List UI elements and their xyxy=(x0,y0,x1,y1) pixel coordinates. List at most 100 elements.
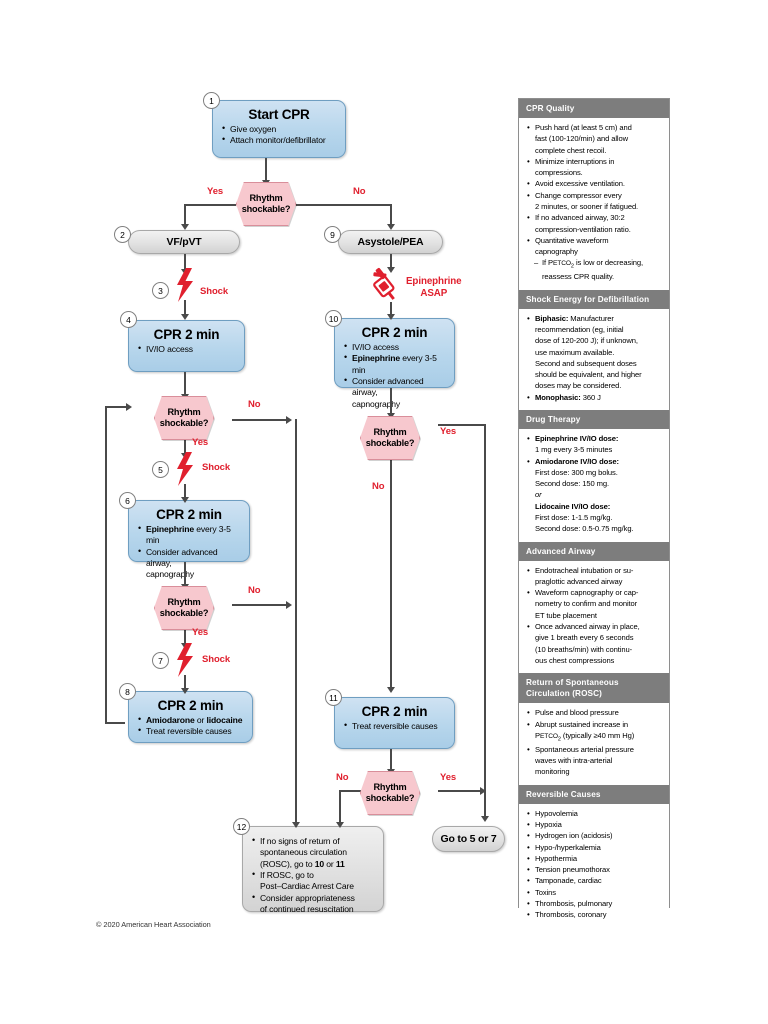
connector-loop-top xyxy=(105,406,129,408)
panel-list-item: reassess CPR quality. xyxy=(542,272,615,282)
step-number-7: 7 xyxy=(152,652,169,669)
connector-loop-left xyxy=(105,406,107,724)
panel-list-item: Avoid excessive ventilation. xyxy=(527,178,662,190)
lightning-bolt-icon xyxy=(177,268,193,302)
panel-list-item: Spontaneous arterial pressure xyxy=(527,744,662,756)
panel-list-item: Abrupt sustained increase in xyxy=(527,719,662,731)
panel-list: Pulse and blood pressureAbrupt sustained… xyxy=(527,707,662,778)
arrowhead xyxy=(387,687,395,693)
panel-section-heading: Reversible Causes xyxy=(519,784,669,804)
panel-list-item: First dose: 300 mg bolus. xyxy=(535,467,618,477)
box-post-arrest-decision[interactable]: If no signs of return of spontaneous cir… xyxy=(242,826,384,915)
label-shock-3: Shock xyxy=(200,286,229,297)
panel-list-item: If no advanced airway, 30:2 xyxy=(527,212,662,224)
panel-list-item: Endotracheal intubation or su- xyxy=(527,565,662,577)
arrowhead xyxy=(335,822,344,828)
box-cpr-2min-6[interactable]: CPR 2 min Epinephrine every 3-5 min Cons… xyxy=(128,500,250,579)
box-items: If no signs of return of spontaneous cir… xyxy=(252,835,374,915)
panel-section-heading: Drug Therapy xyxy=(519,409,669,430)
decision-rhythm-shockable-1[interactable]: Rhythm shockable? xyxy=(236,182,297,227)
connector-decision5-yes xyxy=(438,790,486,792)
label-no-2: No xyxy=(248,399,261,410)
box-items: Give oxygen Attach monitor/defibrillator xyxy=(222,123,336,147)
list-item: Treat reversible causes xyxy=(138,725,243,737)
box-cpr-2min-4[interactable]: CPR 2 min IV/IO access xyxy=(128,320,245,372)
box-title: CPR 2 min xyxy=(157,698,224,713)
connector-loop-bottom xyxy=(105,722,125,724)
box-cpr-2min-10[interactable]: CPR 2 min IV/IO access Epinephrine every… xyxy=(334,318,455,409)
label-epinephrine-asap: Epinephrine ASAP xyxy=(406,276,462,300)
connector-decision1-no-down xyxy=(390,204,392,226)
decision-rhythm-shockable-2[interactable]: Rhythm shockable? xyxy=(154,396,215,441)
epi-line-2: ASAP xyxy=(420,287,448,299)
box-start-cpr[interactable]: Start CPR Give oxygen Attach monitor/def… xyxy=(212,100,346,158)
decision-line-2: shockable? xyxy=(159,418,209,428)
arrowhead xyxy=(180,688,189,694)
box-cpr-2min-11[interactable]: CPR 2 min Treat reversible causes xyxy=(334,697,455,749)
box-items: IV/IO access Epinephrine every 3-5 min C… xyxy=(344,341,445,410)
arrowhead xyxy=(480,786,486,795)
panel-list-item: First dose: 1-1.5 mg/kg. xyxy=(535,513,613,523)
box-items: IV/IO access xyxy=(138,343,235,355)
panel-list-item: 1 mg every 3-5 minutes xyxy=(535,445,613,455)
label-no-3: No xyxy=(248,585,261,596)
panel-list-item: (10 breaths/min) with continu- xyxy=(535,644,633,654)
arrowhead xyxy=(286,415,292,424)
connector-box10-to-decision4 xyxy=(390,388,392,416)
label-yes-5: Yes xyxy=(440,772,457,783)
panel-list-item: Change compressor every xyxy=(527,190,662,202)
list-item-continuation: of continued resuscitation xyxy=(260,904,354,915)
panel-list-item: praglottic advanced airway xyxy=(535,576,623,586)
connector-shock3-to-box4 xyxy=(184,300,186,318)
connector-decision1-yes-down xyxy=(184,204,186,226)
decision-rhythm-shockable-3[interactable]: Rhythm shockable? xyxy=(154,586,215,631)
decision-line-1: Rhythm xyxy=(249,192,283,203)
panel-list-item: capnography xyxy=(535,247,578,257)
decision-rhythm-shockable-4[interactable]: Rhythm shockable? xyxy=(360,416,421,461)
list-item: Epinephrine every 3-5 min xyxy=(344,352,445,376)
connector-decision1-no xyxy=(296,204,392,206)
panel-section-body: Endotracheal intubation or su-praglottic… xyxy=(519,560,669,674)
panel-list-item: recommendation (eg, initial xyxy=(535,325,624,335)
connector-decision2-no xyxy=(232,419,290,421)
decision-line-1: Rhythm xyxy=(373,781,407,792)
panel-list-item: Thrombosis, pulmonary xyxy=(527,898,662,910)
node-go-to-5-or-7[interactable]: Go to 5 or 7 xyxy=(432,826,505,852)
panel-section-heading: Shock Energy for Defibrillation xyxy=(519,289,669,309)
node-label: Asystole/PEA xyxy=(357,236,424,248)
panel-section-heading: CPR Quality xyxy=(519,99,669,119)
panel-list-item: doses may be considered. xyxy=(535,381,622,391)
panel-list-item: use maximum available. xyxy=(535,347,615,357)
panel-list-item: Amiodarone IV/IO dose: xyxy=(527,456,662,468)
step-number-6: 6 xyxy=(119,492,136,509)
list-item: Give oxygen xyxy=(222,123,336,135)
panel-list-item: Monophasic: 360 J xyxy=(527,392,662,404)
connector-decision4-no xyxy=(390,446,392,690)
decision-line-2: shockable? xyxy=(365,793,415,803)
list-item-continuation: Post–Cardiac Arrest Care xyxy=(260,881,354,892)
step-number-2: 2 xyxy=(114,226,131,243)
panel-list-item: Biphasic: Manufacturer xyxy=(527,313,662,325)
arrowhead xyxy=(387,314,395,320)
panel-list-item: fast (100-120/min) and allow xyxy=(535,134,629,144)
box-items: Amiodarone or lidocaine Treat reversible… xyxy=(138,714,243,738)
decision-line-2: shockable? xyxy=(365,438,415,448)
connector-box6-to-decision3 xyxy=(184,562,186,586)
decision-line-1: Rhythm xyxy=(373,426,407,437)
box-items: Epinephrine every 3-5 min Consider advan… xyxy=(138,523,240,581)
panel-list-item: Tamponade, cardiac xyxy=(527,875,662,887)
box-cpr-2min-8[interactable]: CPR 2 min Amiodarone or lidocaine Treat … xyxy=(128,691,253,743)
step-number-12: 12 xyxy=(233,818,250,835)
list-item: Consider advanced airway, xyxy=(344,375,445,399)
panel-list-item: dose of 120-200 J); if unknown, xyxy=(535,336,638,346)
decision-rhythm-shockable-5[interactable]: Rhythm shockable? xyxy=(360,771,421,816)
decision-line-2: shockable? xyxy=(241,204,291,214)
decision-line-2: shockable? xyxy=(159,608,209,618)
panel-list-item: Second dose: 150 mg. xyxy=(535,479,609,489)
panel-list-item: or xyxy=(535,490,542,500)
node-asystole-pea[interactable]: Asystole/PEA xyxy=(338,230,443,254)
connector-box1-to-decision1 xyxy=(265,158,267,182)
node-vf-pvt[interactable]: VF/pVT xyxy=(128,230,240,254)
list-item: IV/IO access xyxy=(138,343,235,355)
